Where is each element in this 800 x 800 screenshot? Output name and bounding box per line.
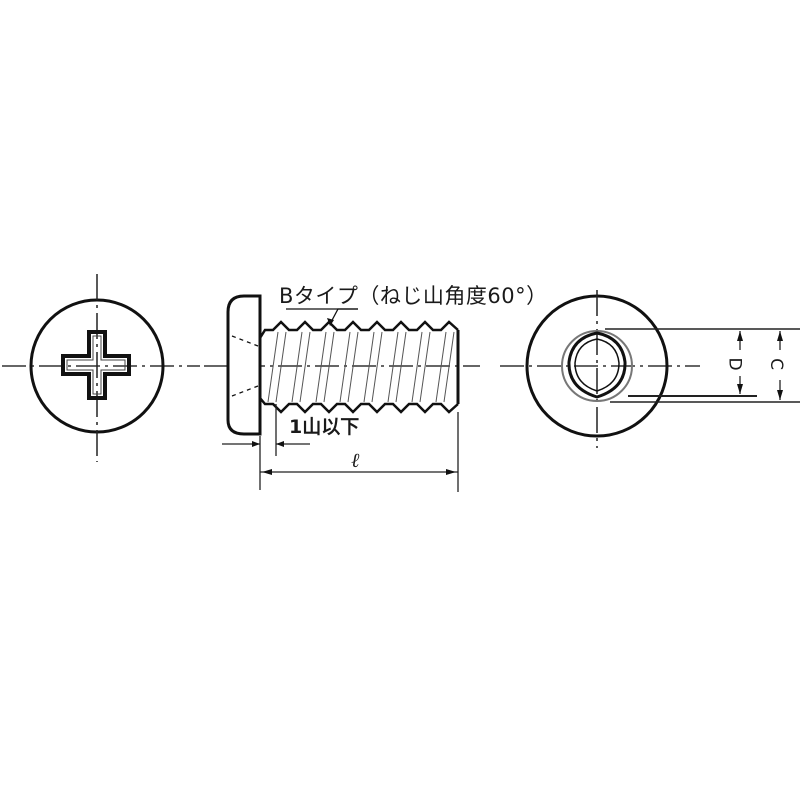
screw-head	[226, 294, 262, 436]
thread-top	[258, 320, 459, 339]
thread-type-label: Bタイプ（ねじ山角度60°）	[279, 284, 548, 308]
front-view-phillips-head	[29, 274, 165, 462]
length-label: ℓ	[351, 448, 360, 472]
tri-lobular-icon	[567, 331, 627, 399]
cross-recess-icon	[61, 330, 131, 400]
end-view	[525, 290, 800, 448]
thread-hatching	[267, 331, 455, 403]
thread-bottom	[259, 397, 459, 414]
incomplete-thread-label: 1山以下	[289, 416, 360, 438]
recess-dimension-label: D	[724, 357, 745, 371]
head-dimension-label: C	[765, 358, 786, 370]
dimensions-center	[222, 404, 459, 492]
side-view-screw	[226, 294, 460, 436]
